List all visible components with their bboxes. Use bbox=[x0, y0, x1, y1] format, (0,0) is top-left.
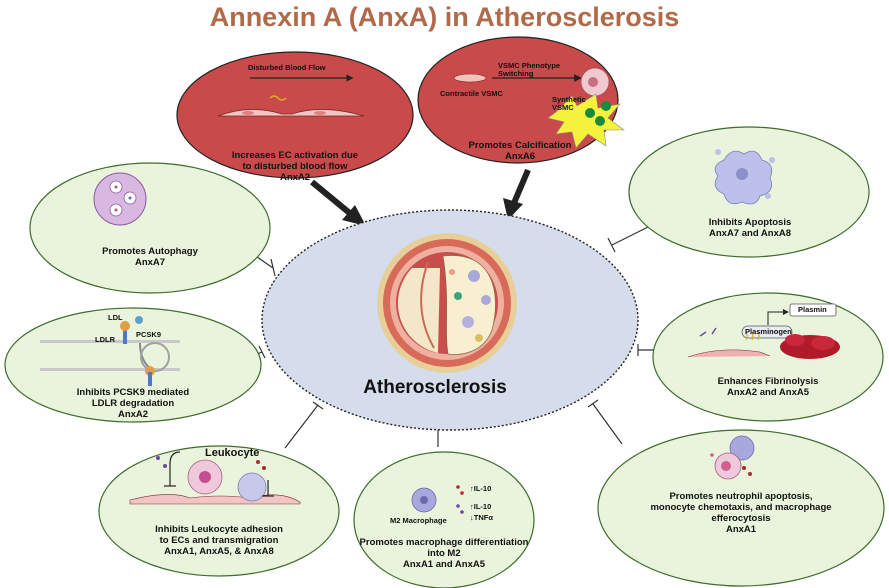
endothelium-icon bbox=[217, 74, 365, 117]
fibrinolysis-label: Enhances Fibrinolysis AnxA2 and AnxA5 bbox=[688, 376, 848, 398]
disturbed-flow-line-3: AnxA2 bbox=[279, 172, 311, 183]
macrophage-line-2: into M2 bbox=[427, 548, 461, 559]
macrophage-line-1: Promotes macrophage differentiation bbox=[359, 537, 529, 548]
disturbed-flow-caption: Disturbed Blood Flow bbox=[248, 63, 326, 72]
leukocyte-label: Inhibits Leukocyte adhesion to ECs and t… bbox=[139, 524, 299, 557]
synthetic-vsmc-caption: Synthetic VSMC bbox=[552, 95, 586, 112]
contractile-vsmc-caption: Contractile VSMC bbox=[440, 89, 503, 98]
fibrinolysis-icon bbox=[687, 303, 840, 359]
fibrinolysis-line-1: Enhances Fibrinolysis bbox=[717, 376, 819, 387]
vsmc-switch-icon bbox=[453, 67, 625, 149]
leukocyte-heading: Leukocyte bbox=[205, 447, 260, 459]
calcification-label: Promotes Calcification AnxA6 bbox=[440, 140, 600, 162]
il10-caption-2: ↑IL-10 bbox=[470, 502, 492, 511]
pcsk9-label: Inhibits PCSK9 mediated LDLR degradation… bbox=[53, 387, 213, 420]
pcsk9-ellipse bbox=[4, 307, 262, 423]
apoptotic-cell-icon bbox=[714, 149, 775, 205]
macrophage-label: Promotes macrophage differentiation into… bbox=[354, 537, 534, 570]
autophagy-ellipse bbox=[29, 162, 271, 294]
neutrophil-line-1: Promotes neutrophil apoptosis, bbox=[669, 491, 813, 502]
neutrophil-line-3: efferocytosis bbox=[711, 513, 771, 524]
activation-arrows bbox=[310, 168, 531, 226]
disturbed-flow-line-1: Increases EC activation due bbox=[231, 150, 359, 161]
diagram-title: Annexin A (AnxA) in Atherosclerosis bbox=[209, 2, 680, 32]
neutrophil-label: Promotes neutrophil apoptosis, monocyte … bbox=[641, 491, 841, 535]
leukocyte-line-1: Inhibits Leukocyte adhesion bbox=[155, 524, 283, 535]
autophagy-cell-icon bbox=[93, 172, 147, 226]
neutrophil-connector bbox=[592, 403, 623, 445]
plasmin-caption: Plasmin bbox=[798, 305, 827, 314]
il10-caption-1: ↑IL-10 bbox=[470, 484, 492, 493]
leukocyte-line-3: AnxA1, AnxA5, & AnxA8 bbox=[164, 546, 274, 557]
ldl-caption: LDL bbox=[108, 313, 123, 322]
plasminogen-caption: Plasminogen bbox=[745, 327, 792, 336]
macrophage-ellipse bbox=[353, 451, 535, 588]
vsmc-switching-caption: VSMC Phenotype Switching bbox=[498, 61, 561, 78]
autophagy-line-2: AnxA7 bbox=[134, 257, 166, 268]
apoptosis-connector bbox=[611, 224, 653, 246]
pcsk9-caption: PCSK9 bbox=[136, 330, 162, 339]
leukocyte-icon bbox=[129, 451, 301, 505]
leukocyte-ellipse bbox=[98, 445, 340, 577]
neutrophil-line-2: monocyte chemotaxis, and macrophage bbox=[650, 502, 832, 513]
pcsk9-line-2: LDLR degradation bbox=[91, 398, 175, 409]
disturbed-flow-line-2: to disturbed blood flow bbox=[242, 161, 348, 172]
fibrinolysis-ellipse bbox=[652, 292, 884, 422]
neutrophil-apoptosis-icon bbox=[710, 435, 755, 480]
autophagy-label: Promotes Autophagy AnxA7 bbox=[70, 246, 230, 268]
m2-macrophage-icon bbox=[411, 485, 464, 514]
neutrophil-ellipse bbox=[597, 429, 885, 587]
tnf-caption: ↓TNFα bbox=[470, 513, 493, 522]
macrophage-line-3: AnxA1 and AnxA5 bbox=[403, 559, 485, 570]
calcification-line-1: Promotes Calcification bbox=[468, 140, 572, 151]
calcification-line-2: AnxA6 bbox=[504, 151, 536, 162]
apoptosis-line-1: Inhibits Apoptosis bbox=[708, 217, 792, 228]
pcsk9-receptor-icon bbox=[40, 316, 180, 386]
apoptosis-line-2: AnxA7 and AnxA8 bbox=[709, 228, 791, 239]
leukocyte-connector bbox=[284, 404, 319, 449]
fibrinolysis-line-2: AnxA2 and AnxA5 bbox=[727, 387, 809, 398]
inhibition-connectors bbox=[242, 224, 655, 449]
pcsk9-line-3: AnxA2 bbox=[117, 409, 149, 420]
disturbed-flow-label: Increases EC activation due to disturbed… bbox=[195, 150, 395, 183]
ldlr-caption: LDLR bbox=[95, 335, 115, 344]
neutrophil-line-4: AnxA1 bbox=[725, 524, 757, 535]
atherosclerosis-label: Atherosclerosis bbox=[363, 377, 507, 398]
apoptosis-label: Inhibits Apoptosis AnxA7 and AnxA8 bbox=[670, 217, 830, 239]
autophagy-line-1: Promotes Autophagy bbox=[102, 246, 198, 257]
leukocyte-line-2: to ECs and transmigration bbox=[159, 535, 279, 546]
pcsk9-line-1: Inhibits PCSK9 mediated bbox=[76, 387, 190, 398]
m2-macrophage-caption: M2 Macrophage bbox=[390, 516, 447, 525]
artery-cross-section-icon bbox=[377, 233, 517, 373]
